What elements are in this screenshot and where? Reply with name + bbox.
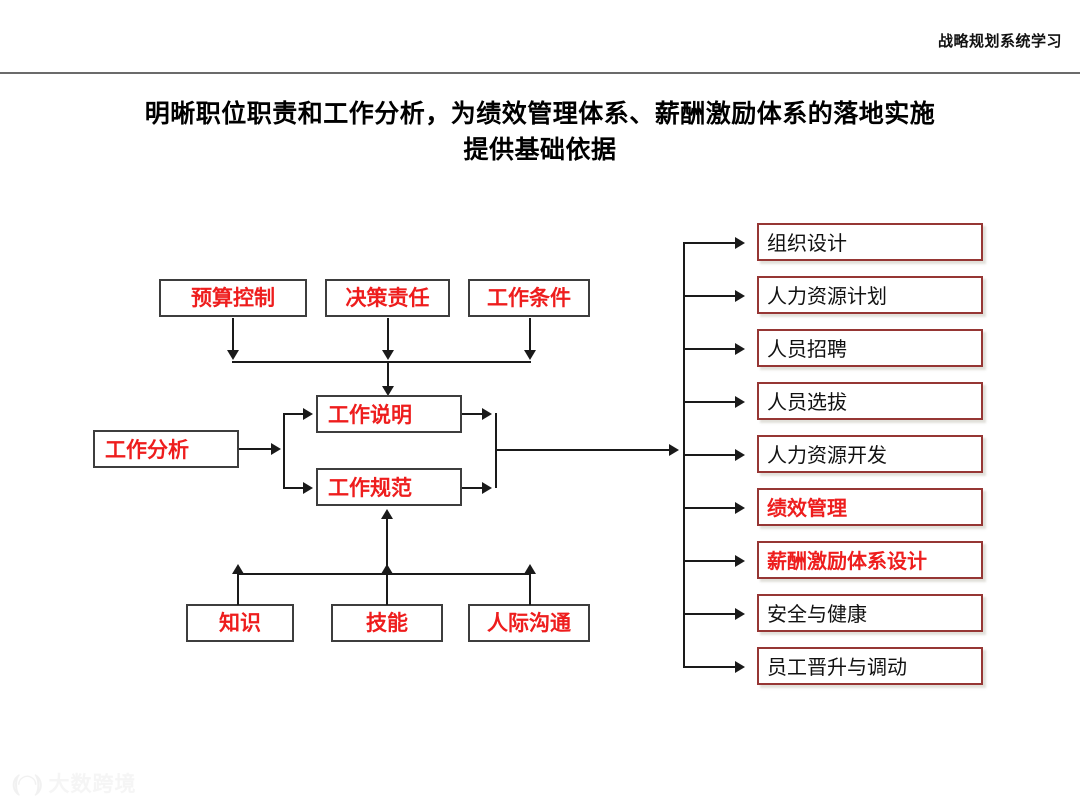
node-interpersonal-communication[interactable]: 人际沟通 [468, 604, 590, 642]
watermark-logo-icon: ⦅◠⦆ [12, 769, 42, 797]
connector-branch-5 [683, 454, 737, 456]
application-item-safety-and-health-label: 安全与健康 [767, 603, 867, 626]
arrowhead-branch-7 [735, 555, 745, 567]
node-skills-label: 技能 [366, 612, 408, 635]
header-course-label: 战略规划系统学习 [937, 33, 1062, 50]
connector-jobdesc-out [462, 413, 484, 415]
connector-branch-1 [683, 242, 737, 244]
arrowhead-branch-2 [735, 290, 745, 302]
connector-top-to-jobdesc [387, 361, 389, 389]
application-item-hr-development-label: 人力资源开发 [767, 444, 887, 467]
node-decision-responsibility[interactable]: 决策责任 [325, 279, 450, 317]
node-budget-control-label: 预算控制 [191, 287, 275, 310]
application-item-compensation-incentive-design[interactable]: 薪酬激励体系设计 [757, 541, 983, 579]
node-knowledge[interactable]: 知识 [186, 604, 294, 642]
arrowhead-knowledge-up [232, 564, 244, 574]
slide-title-line-2: 提供基础依据 [463, 136, 617, 165]
connector-merge-to-spine [495, 449, 671, 451]
application-item-selection[interactable]: 人员选拔 [757, 382, 983, 420]
node-work-conditions[interactable]: 工作条件 [468, 279, 590, 317]
arrowhead-branch-3 [735, 343, 745, 355]
connector-interpersonal-up [529, 574, 531, 605]
connector-bottom-to-jobspec [386, 518, 388, 574]
node-work-conditions-label: 工作条件 [487, 287, 571, 310]
application-item-promotion-and-transfer-label: 员工晋升与调动 [767, 656, 907, 679]
arrowhead-branch-6 [735, 502, 745, 514]
application-item-safety-and-health[interactable]: 安全与健康 [757, 594, 983, 632]
node-interpersonal-communication-label: 人际沟通 [487, 612, 571, 635]
connector-branch-8 [683, 613, 737, 615]
node-job-specification-label: 工作规范 [328, 477, 412, 500]
node-job-analysis[interactable]: 工作分析 [93, 430, 239, 468]
connector-budget-down [232, 318, 234, 352]
node-job-analysis-label: 工作分析 [105, 439, 189, 462]
arrowhead-split-to-jobspec [303, 482, 313, 494]
arrowhead-conditions-down [524, 350, 536, 360]
node-budget-control[interactable]: 预算控制 [159, 279, 307, 317]
connector-jobanalysis-out [239, 448, 273, 450]
node-job-specification[interactable]: 工作规范 [316, 468, 462, 506]
application-item-performance-management[interactable]: 绩效管理 [757, 488, 983, 526]
application-item-hr-development[interactable]: 人力资源开发 [757, 435, 983, 473]
connector-skills-up [386, 574, 388, 605]
connector-branch-2 [683, 295, 737, 297]
application-item-hr-planning-label: 人力资源计划 [767, 285, 887, 308]
application-item-selection-label: 人员选拔 [767, 391, 847, 414]
arrowhead-branch-1 [735, 237, 745, 249]
connector-decision-down [387, 318, 389, 352]
connector-split-to-jobdesc [283, 413, 305, 415]
arrowhead-decision-down [382, 350, 394, 360]
application-item-recruitment[interactable]: 人员招聘 [757, 329, 983, 367]
node-decision-responsibility-label: 决策责任 [345, 287, 430, 310]
connector-conditions-down [529, 318, 531, 352]
application-item-compensation-incentive-design-label: 薪酬激励体系设计 [767, 550, 927, 573]
node-job-description-label: 工作说明 [328, 404, 412, 427]
connector-branch-6 [683, 507, 737, 509]
connector-knowledge-up [237, 574, 239, 605]
arrowhead-interpersonal-up [524, 564, 536, 574]
connector-branch-9 [683, 666, 737, 668]
node-job-description[interactable]: 工作说明 [316, 395, 462, 433]
application-item-promotion-and-transfer[interactable]: 员工晋升与调动 [757, 647, 983, 685]
arrowhead-branch-4 [735, 396, 745, 408]
arrowhead-branch-5 [735, 449, 745, 461]
arrowhead-branch-9 [735, 661, 745, 673]
application-item-organization-design-label: 组织设计 [767, 232, 847, 255]
node-knowledge-label: 知识 [219, 612, 261, 635]
connector-split-bar-left [283, 414, 285, 488]
slide-title-line-1: 明晰职位职责和工作分析，为绩效管理体系、薪酬激励体系的落地实施 [144, 100, 936, 128]
arrowhead-branch-8 [735, 608, 745, 620]
arrowhead-jobanalysis-out [271, 443, 281, 455]
connector-jobspec-out [462, 487, 484, 489]
connector-bottom-collector-bar [237, 573, 531, 575]
connector-split-to-jobspec [283, 487, 305, 489]
watermark-label: 大数跨境 [48, 773, 137, 796]
arrowhead-budget-down [227, 350, 239, 360]
application-item-hr-planning[interactable]: 人力资源计划 [757, 276, 983, 314]
arrowhead-jobdesc-out [482, 408, 492, 420]
slide-title: 明晰职位职责和工作分析，为绩效管理体系、薪酬激励体系的落地实施 提供基础依据 [40, 96, 1040, 169]
arrowhead-top-to-jobdesc [382, 386, 394, 396]
arrowhead-split-to-jobdesc [303, 408, 313, 420]
connector-top-collector-bar [232, 361, 531, 363]
application-item-performance-management-label: 绩效管理 [767, 497, 847, 520]
arrowhead-jobspec-out [482, 482, 492, 494]
connector-branch-7 [683, 560, 737, 562]
node-skills[interactable]: 技能 [331, 604, 443, 642]
connector-branch-4 [683, 401, 737, 403]
watermark: ⦅◠⦆ 大数跨境 [12, 768, 136, 798]
arrowhead-bottom-to-jobspec [381, 509, 393, 519]
application-item-organization-design[interactable]: 组织设计 [757, 223, 983, 261]
arrowhead-merge-to-spine [669, 444, 679, 456]
header-divider [0, 72, 1080, 74]
connector-branch-3 [683, 348, 737, 350]
application-item-recruitment-label: 人员招聘 [767, 338, 847, 361]
